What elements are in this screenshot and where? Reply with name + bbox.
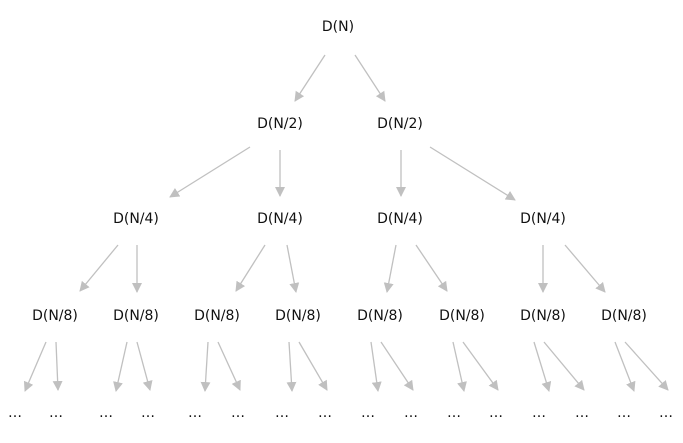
edge-arrow	[136, 341, 153, 391]
edge-arrow	[380, 341, 414, 391]
edge-arrow	[52, 341, 63, 391]
tree-node: D(N/8)	[601, 308, 647, 324]
edge-arrow	[217, 341, 241, 391]
ellipsis-node: …	[275, 405, 289, 421]
edge-arrow	[286, 244, 300, 293]
ellipsis-node: …	[404, 405, 418, 421]
edge-arrow	[286, 341, 297, 392]
edge-arrow	[543, 341, 585, 391]
edge-arrow	[415, 244, 448, 292]
edge-arrow	[235, 244, 266, 292]
tree-node: D(N/8)	[32, 308, 78, 324]
ellipsis-node: …	[659, 405, 673, 421]
ellipsis-node: …	[8, 405, 22, 421]
tree-node: D(N/2)	[257, 116, 303, 132]
tree-node: D(N/8)	[520, 308, 566, 324]
ellipsis-node: …	[49, 405, 63, 421]
tree-node: D(N/8)	[439, 308, 485, 324]
ellipsis-node: …	[489, 405, 503, 421]
edge-arrow	[370, 341, 382, 392]
tree-node: D(N/4)	[520, 211, 566, 227]
edge-arrow	[169, 146, 251, 198]
tree-node: D(N/8)	[357, 308, 403, 324]
edge-arrow	[200, 341, 211, 392]
tree-node: D(N/4)	[377, 211, 423, 227]
edge-arrow	[294, 54, 326, 102]
tree-node: D(N/2)	[377, 116, 423, 132]
edge-arrow	[23, 341, 47, 392]
edge-arrow	[383, 244, 397, 293]
edge-arrow	[462, 341, 499, 391]
ellipsis-node: …	[231, 405, 245, 421]
tree-node: D(N/8)	[275, 308, 321, 324]
tree-node: D(N/8)	[194, 308, 240, 324]
tree-node: D(N/4)	[257, 211, 303, 227]
edge-arrow	[624, 341, 669, 391]
tree-node: D(N)	[322, 19, 354, 35]
ellipsis-node: …	[617, 405, 631, 421]
ellipsis-node: …	[575, 405, 589, 421]
edge-arrow	[354, 54, 386, 102]
edge-arrow	[614, 341, 636, 392]
edge-arrow	[533, 341, 552, 392]
ellipsis-node: …	[532, 405, 546, 421]
edge-arrow	[79, 244, 119, 292]
ellipsis-node: …	[188, 405, 202, 421]
ellipsis-node: …	[318, 405, 332, 421]
edge-arrow	[564, 244, 606, 293]
tree-node: D(N/8)	[113, 308, 159, 324]
ellipsis-node: …	[447, 405, 461, 421]
ellipsis-node: …	[361, 405, 375, 421]
tree-node: D(N/4)	[113, 211, 159, 227]
edge-arrow	[113, 341, 128, 392]
ellipsis-node: …	[141, 405, 155, 421]
edge-arrow	[452, 341, 467, 392]
edge-arrow	[298, 341, 328, 391]
ellipsis-node: …	[99, 405, 113, 421]
edge-arrow	[429, 146, 516, 201]
